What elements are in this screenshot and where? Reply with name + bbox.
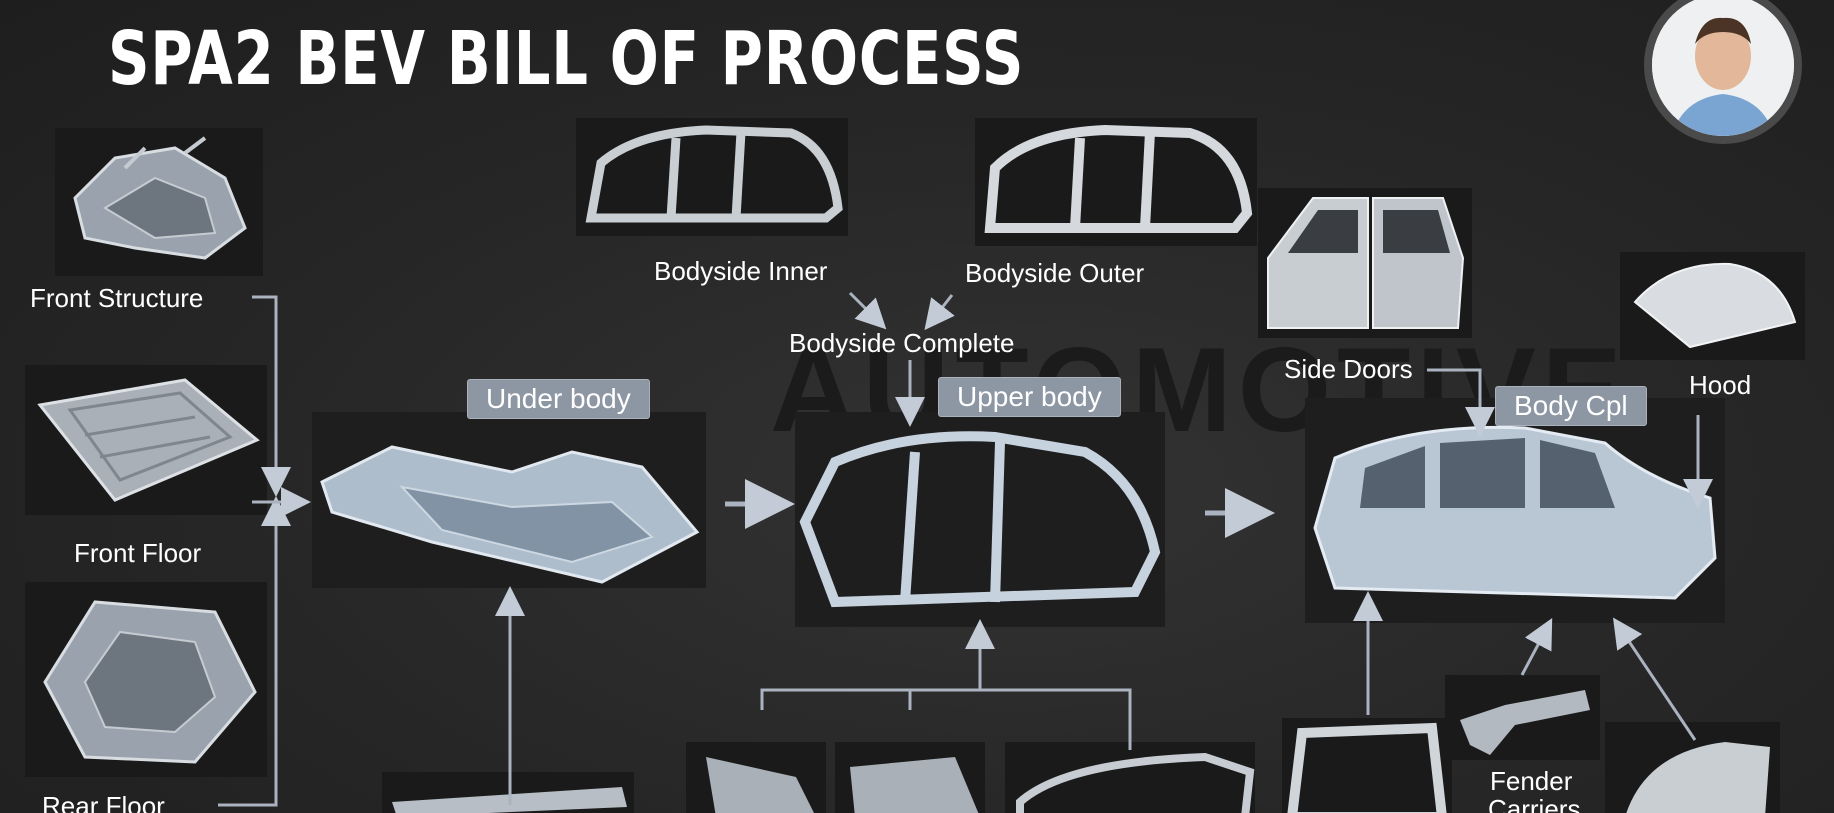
body-cpl-image <box>1305 398 1725 623</box>
label-rear-floor: Rear Floor <box>42 791 165 813</box>
bodyside-inner-tile <box>576 118 848 236</box>
floor-panel-icon <box>37 378 260 502</box>
front-floor-tile <box>25 365 267 515</box>
side-doors-tile <box>1258 188 1472 338</box>
under-body-image <box>312 412 706 588</box>
bodyside-frame-icon <box>585 125 843 223</box>
label-bodyside-inner: Bodyside Inner <box>654 256 828 286</box>
label-side-doors: Side Doors <box>1284 354 1413 384</box>
rear-floor-tile <box>25 582 267 777</box>
bottom-part-3 <box>835 742 985 813</box>
label-hood: Hood <box>1689 370 1752 400</box>
door-panel-icon <box>1267 197 1465 329</box>
front-structure-part-icon <box>73 136 247 260</box>
hood-tile <box>1620 252 1805 360</box>
page-title: SPA2 BEV BILL OF PROCESS <box>108 16 1025 102</box>
presenter-avatar-icon <box>1652 0 1794 136</box>
stage-body-cpl: Body Cpl <box>1495 386 1647 426</box>
bodyside-outer-tile <box>975 118 1257 246</box>
bodyside-frame-icon <box>984 124 1253 233</box>
stage-upper-body: Upper body <box>938 377 1121 417</box>
label-bodyside-outer: Bodyside Outer <box>965 258 1145 288</box>
bottom-part-4 <box>1005 742 1255 813</box>
car-body-icon <box>1313 425 1717 600</box>
car-body-icon <box>799 431 1161 608</box>
hood-panel-icon <box>1633 262 1797 349</box>
bottom-part-1 <box>382 772 634 813</box>
bottom-part-2 <box>686 742 826 813</box>
presenter-avatar <box>1644 0 1802 144</box>
label-bodyside-complete: Bodyside Complete <box>789 328 1015 358</box>
label-fender-carriers-line1: Fender <box>1490 766 1573 796</box>
upper-body-image <box>795 412 1165 627</box>
stage-under-body: Under body <box>467 379 650 419</box>
label-front-structure: Front Structure <box>30 283 204 313</box>
fender-carriers-tile <box>1445 675 1600 760</box>
label-front-floor: Front Floor <box>74 538 202 568</box>
tailgate-tile <box>1282 718 1452 813</box>
label-fender-carriers-line2: Carriers <box>1488 794 1581 813</box>
rear-floor-part-icon <box>43 600 257 764</box>
front-structure-tile <box>55 128 263 276</box>
car-body-icon <box>320 445 700 584</box>
